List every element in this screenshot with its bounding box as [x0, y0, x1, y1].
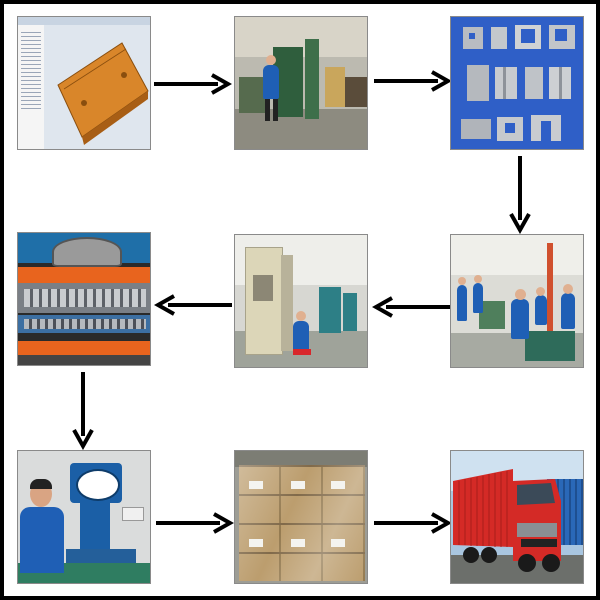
- worker: [511, 299, 529, 339]
- assembly-workshop-photo: [450, 234, 584, 368]
- press-machines-photo: [234, 234, 368, 368]
- process-flow-diagram: [4, 4, 596, 596]
- press-machine: [343, 293, 357, 331]
- die-part: [461, 119, 491, 139]
- die-parts-photo: [450, 16, 584, 150]
- workshop-machining-photo: [234, 16, 368, 150]
- arrow-down-1: [509, 154, 531, 234]
- die-part: [495, 67, 517, 99]
- inspection-photo: [17, 450, 151, 584]
- arrow-right-4: [372, 512, 452, 534]
- worker: [293, 321, 309, 351]
- die-part: [467, 65, 489, 101]
- cad-sheet-metal-part: [44, 25, 150, 149]
- cad-tree-lines: [21, 29, 41, 109]
- arrow-left-2: [372, 296, 452, 318]
- stamping-die-photo: [17, 232, 151, 366]
- worker: [473, 283, 483, 313]
- cad-design-photo: [17, 16, 151, 150]
- die-round-top: [52, 237, 122, 267]
- cad-toolbar: [18, 17, 150, 25]
- press-machine: [319, 287, 341, 333]
- die-part: [491, 27, 507, 49]
- shipping-truck-photo: [450, 450, 584, 584]
- press-machine: [245, 247, 283, 355]
- arrow-right-1: [152, 73, 232, 95]
- arrow-down-2: [72, 370, 94, 450]
- arrow-right-3: [154, 512, 234, 534]
- arrow-left-1: [154, 294, 234, 316]
- worker: [20, 507, 64, 573]
- die-lower-plate: [18, 341, 150, 355]
- worker: [263, 65, 279, 99]
- worker: [561, 293, 575, 329]
- packing-photo: [234, 450, 368, 584]
- arrow-right-2: [372, 70, 452, 92]
- die-part: [525, 67, 543, 99]
- worker: [457, 285, 467, 321]
- worker: [535, 295, 547, 325]
- red-truck: [453, 469, 561, 572]
- die-upper-plate: [18, 267, 150, 283]
